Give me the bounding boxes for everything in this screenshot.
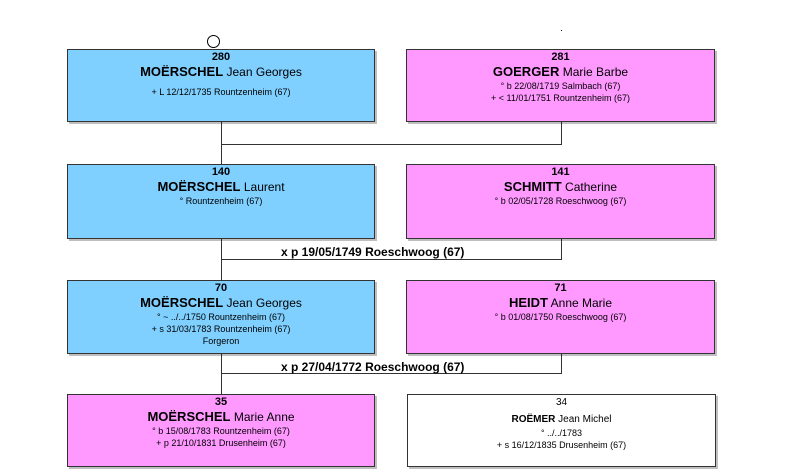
person-card-281[interactable]: 281 GOERGER Marie Barbe ° b 22/08/1719 S… [406, 49, 715, 122]
given-name: Laurent [243, 180, 285, 194]
given-name: Marie Barbe [562, 65, 629, 79]
birth-info: ° b 01/08/1750 Roeschwoog (67) [494, 312, 627, 322]
connector-280-down [221, 121, 222, 164]
death-info: + L 12/12/1735 Rountzenheim (67) [151, 87, 291, 97]
person-card-140[interactable]: 140 MOËRSCHEL Laurent ° Rountzenheim (67… [67, 164, 375, 239]
connector-gen1-horizontal [221, 144, 562, 145]
person-card-280[interactable]: 280 MOËRSCHEL Jean Georges + L 12/12/173… [67, 49, 375, 122]
sosa-number: 281 [551, 51, 570, 63]
sosa-number: 280 [211, 51, 231, 63]
surname: MOËRSCHEL [140, 64, 224, 79]
person-card-35[interactable]: 35 MOËRSCHEL Marie Anne ° b 15/08/1783 R… [67, 394, 375, 467]
given-name: Catherine [565, 180, 618, 194]
connector-gen2-horizontal [221, 259, 562, 260]
occupation: Forgeron [202, 336, 240, 346]
birth-info: ° b 22/08/1719 Salmbach (67) [500, 81, 621, 91]
connector-gen3-horizontal [221, 373, 562, 374]
given-name: Jean Georges [226, 296, 302, 310]
death-info: + s 16/12/1835 Drusenheim (67) [496, 440, 627, 450]
marker-dot [561, 30, 562, 31]
birth-info: ° Rountzenheim (67) [179, 196, 263, 206]
surname: MOËRSCHEL [140, 295, 224, 310]
given-name: Jean Michel [558, 414, 612, 425]
person-name: SCHMITT Catherine [407, 179, 714, 195]
birth-info: ° ~ ../../1750 Rountzenheim (67) [157, 312, 285, 322]
person-name: HEIDT Anne Marie [407, 295, 714, 311]
given-name: Anne Marie [550, 296, 613, 310]
person-card-34[interactable]: 34 ROËMER Jean Michel ° ../../1783 + s 1… [407, 394, 716, 467]
connector-141-down [561, 238, 562, 260]
surname: SCHMITT [503, 179, 562, 194]
birth-info: ° b 02/05/1728 Roeschwoog (67) [494, 196, 627, 206]
surname: MOËRSCHEL [147, 409, 231, 424]
person-name: MOËRSCHEL Jean Georges [68, 64, 374, 80]
person-card-70[interactable]: 70 MOËRSCHEL Jean Georges ° ~ ../../1750… [67, 280, 375, 354]
person-card-141[interactable]: 141 SCHMITT Catherine ° b 02/05/1728 Roe… [406, 164, 715, 239]
sosa-number: 71 [554, 282, 567, 294]
person-name: MOËRSCHEL Jean Georges [68, 295, 374, 311]
birth-info: ° b 15/08/1783 Rountzenheim (67) [152, 426, 290, 436]
marriage-label-70-71: x p 27/04/1772 Roeschwoog (67) [281, 360, 465, 374]
death-info: + < 11/01/1751 Rountzenheim (67) [491, 93, 630, 103]
root-marker-circle [207, 35, 220, 48]
person-card-71[interactable]: 71 HEIDT Anne Marie ° b 01/08/1750 Roesc… [406, 280, 715, 354]
given-name: Marie Anne [233, 410, 295, 424]
surname: HEIDT [508, 295, 548, 310]
given-name: Jean Georges [226, 65, 302, 79]
surname: GOERGER [492, 64, 560, 79]
death-info: + s 31/03/1783 Rountzenheim (67) [151, 324, 291, 334]
connector-281-down [561, 121, 562, 144]
sosa-number: 34 [555, 397, 568, 408]
person-name: MOËRSCHEL Marie Anne [68, 409, 374, 425]
surname: ROËMER [511, 414, 556, 425]
sosa-number: 70 [214, 282, 228, 294]
marriage-label-140-141: x p 19/05/1749 Roeschwoog (67) [281, 245, 465, 259]
surname: MOËRSCHEL [157, 179, 241, 194]
death-info: + p 21/10/1831 Drusenheim (67) [156, 438, 286, 448]
person-name: GOERGER Marie Barbe [407, 64, 714, 80]
birth-info: ° ../../1783 [540, 428, 583, 438]
sosa-number: 35 [214, 396, 228, 408]
person-name: MOËRSCHEL Laurent [68, 179, 374, 195]
person-name: ROËMER Jean Michel [408, 412, 715, 427]
connector-71-down [561, 353, 562, 374]
sosa-number: 141 [551, 166, 570, 178]
sosa-number: 140 [211, 166, 231, 178]
